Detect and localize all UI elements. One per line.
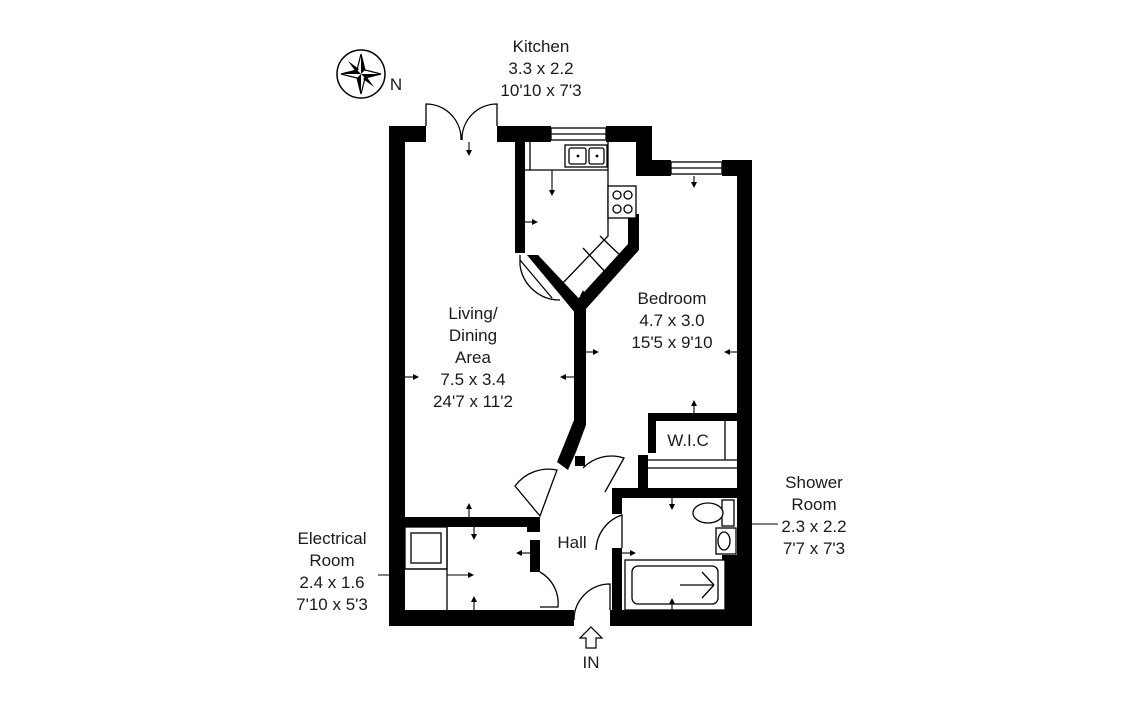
sink-icon: [564, 144, 608, 168]
living-imperial: 24'7 x 11'2: [433, 392, 513, 411]
shower-metric: 2.3 x 2.2: [781, 517, 846, 536]
kitchen-imperial: 10'10 x 7'3: [500, 81, 581, 100]
living-name-line1: Living/: [448, 304, 497, 323]
electrical-fittings: [404, 526, 448, 610]
compass-north-label: N: [390, 75, 402, 94]
shower-tray-icon: [624, 559, 726, 611]
doors: [425, 103, 625, 621]
electrical-name-line1: Electrical: [298, 529, 367, 548]
bedroom-label: Bedroom 4.7 x 3.0 15'5 x 9'10: [631, 289, 712, 352]
wic-shelving: [648, 421, 737, 469]
entrance-label: IN: [583, 653, 600, 672]
toilet-icon: [692, 499, 735, 527]
compass-rose-icon: [336, 49, 386, 99]
hall-label: Hall: [557, 533, 586, 552]
electrical-metric: 2.4 x 1.6: [299, 573, 364, 592]
living-name-line3: Area: [455, 348, 491, 367]
shower-name-line2: Room: [791, 495, 836, 514]
shower-label: Shower Room 2.3 x 2.2 7'7 x 7'3: [781, 473, 846, 558]
kitchen-name: Kitchen: [513, 37, 570, 56]
bedroom-metric: 4.7 x 3.0: [639, 311, 704, 330]
bedroom-imperial: 15'5 x 9'10: [631, 333, 712, 352]
kitchen-metric: 3.3 x 2.2: [508, 59, 573, 78]
kitchen-label: Kitchen 3.3 x 2.2 10'10 x 7'3: [500, 37, 581, 100]
electrical-label: Electrical Room 2.4 x 1.6 7'10 x 5'3: [296, 529, 368, 614]
electrical-name-line2: Room: [309, 551, 354, 570]
wic-label: W.I.C: [667, 431, 709, 450]
electrical-imperial: 7'10 x 5'3: [296, 595, 368, 614]
shower-imperial: 7'7 x 7'3: [783, 539, 845, 558]
living-label: Living/ Dining Area 7.5 x 3.4 24'7 x 11'…: [433, 304, 513, 411]
bedroom-name: Bedroom: [638, 289, 707, 308]
shower-name-line1: Shower: [785, 473, 843, 492]
living-metric: 7.5 x 3.4: [440, 370, 505, 389]
living-name-line2: Dining: [449, 326, 497, 345]
dimension-arrows: [378, 142, 778, 610]
hob-icon: [607, 185, 637, 219]
windows: [550, 127, 723, 175]
entrance-arrow-icon: [578, 626, 604, 649]
washbasin-icon: [715, 527, 737, 555]
